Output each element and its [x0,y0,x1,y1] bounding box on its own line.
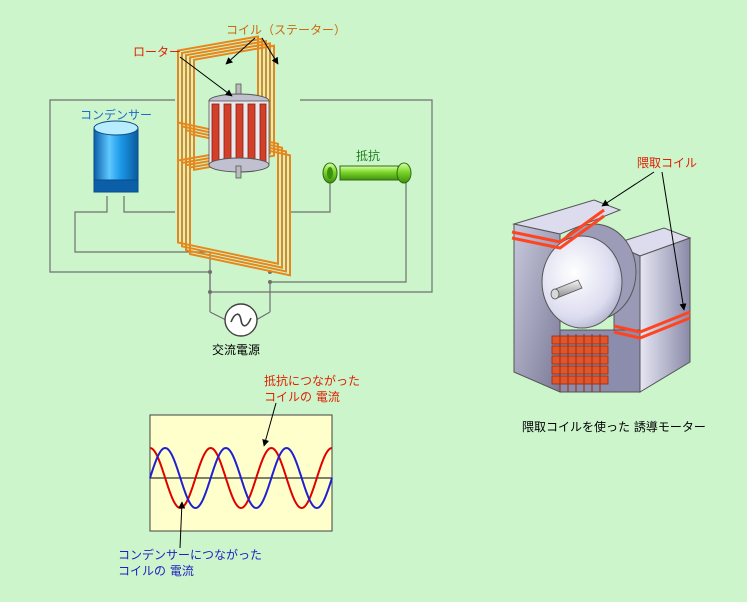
ac-source [209,303,271,337]
wire-junctions [208,270,272,294]
motor-caption: 隈取コイルを使った 誘導モーター [522,419,706,434]
rotor-bars [211,103,267,163]
shading-coil-bands [511,208,691,340]
motor-winding [551,335,609,385]
waveform-arrows [178,402,277,549]
condenser-current-label-2: コイルの 電流 [118,564,194,578]
waveform-chart [149,414,333,532]
pointer-arrows [179,37,279,97]
resistor [322,162,412,184]
rotor [208,83,270,179]
condenser-current-label-1: コンデンサーにつながった [118,547,262,562]
waveform-panel [149,414,333,532]
shading-coil-arrows [601,171,687,311]
wiring [49,99,433,312]
ac-source-label: 交流電源 [212,342,260,357]
coil-stator-label: コイル（ステーター） [226,23,346,37]
resistor-current-label-1: 抵抗につながった [264,373,360,388]
shading-coil-label: 隈取コイル [637,156,697,170]
shaded-pole-motor [511,199,692,393]
blue-wave-series [149,446,333,510]
condenser-label: コンデンサー [80,107,152,122]
resistor-label: 抵抗 [356,148,380,163]
motor-winding-edges [559,334,601,392]
rotor-label: ローター [133,45,181,59]
resistor-current-label-2: コイルの 電流 [264,390,340,404]
condenser [93,120,139,193]
